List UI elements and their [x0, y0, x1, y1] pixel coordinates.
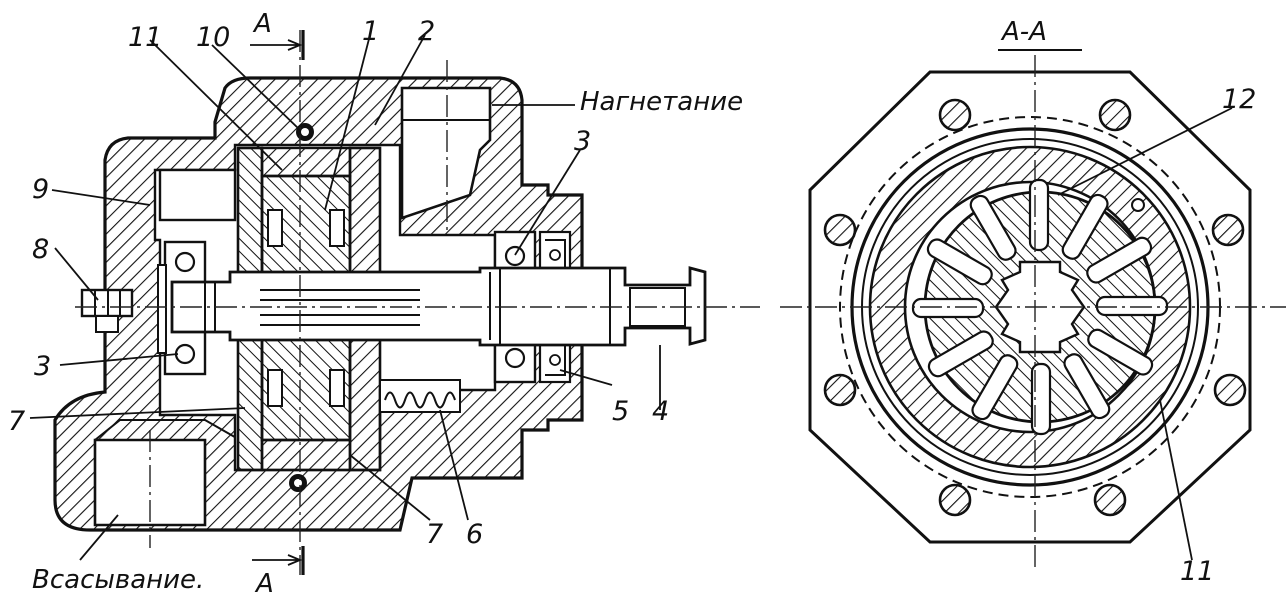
label-4: 4 [652, 396, 669, 427]
cross-section-a-a: А-А [780, 17, 1286, 587]
section-mark-top: А [252, 9, 272, 39]
vanes [911, 178, 1169, 436]
label-12: 12 [1222, 84, 1256, 115]
section-view-title: А-А [1000, 17, 1047, 47]
spring [379, 379, 461, 413]
label-5: 5 [612, 396, 629, 427]
label-1: 1 [362, 16, 379, 47]
section-mark-bottom: А [254, 569, 274, 599]
bolt-holes [823, 98, 1247, 517]
label-9: 9 [32, 174, 49, 205]
label-7-bottom: 7 [426, 519, 443, 550]
label-6: 6 [466, 519, 483, 550]
drain-plug [80, 288, 134, 333]
label-3-left: 3 [34, 351, 51, 382]
label-11-right: 11 [1180, 556, 1214, 587]
label-11-top: 11 [128, 22, 162, 53]
longitudinal-section: 11 10 А 1 2 Нагнетание 3 9 8 3 7 5 4 7 6… [8, 9, 760, 599]
label-8: 8 [32, 234, 49, 265]
suction-label: Всасывание. [32, 565, 204, 595]
discharge-label: Нагнетание [580, 87, 743, 117]
label-2: 2 [418, 16, 435, 47]
label-10: 10 [196, 22, 230, 53]
label-3-top: 3 [574, 126, 591, 157]
label-7-left: 7 [8, 406, 25, 437]
